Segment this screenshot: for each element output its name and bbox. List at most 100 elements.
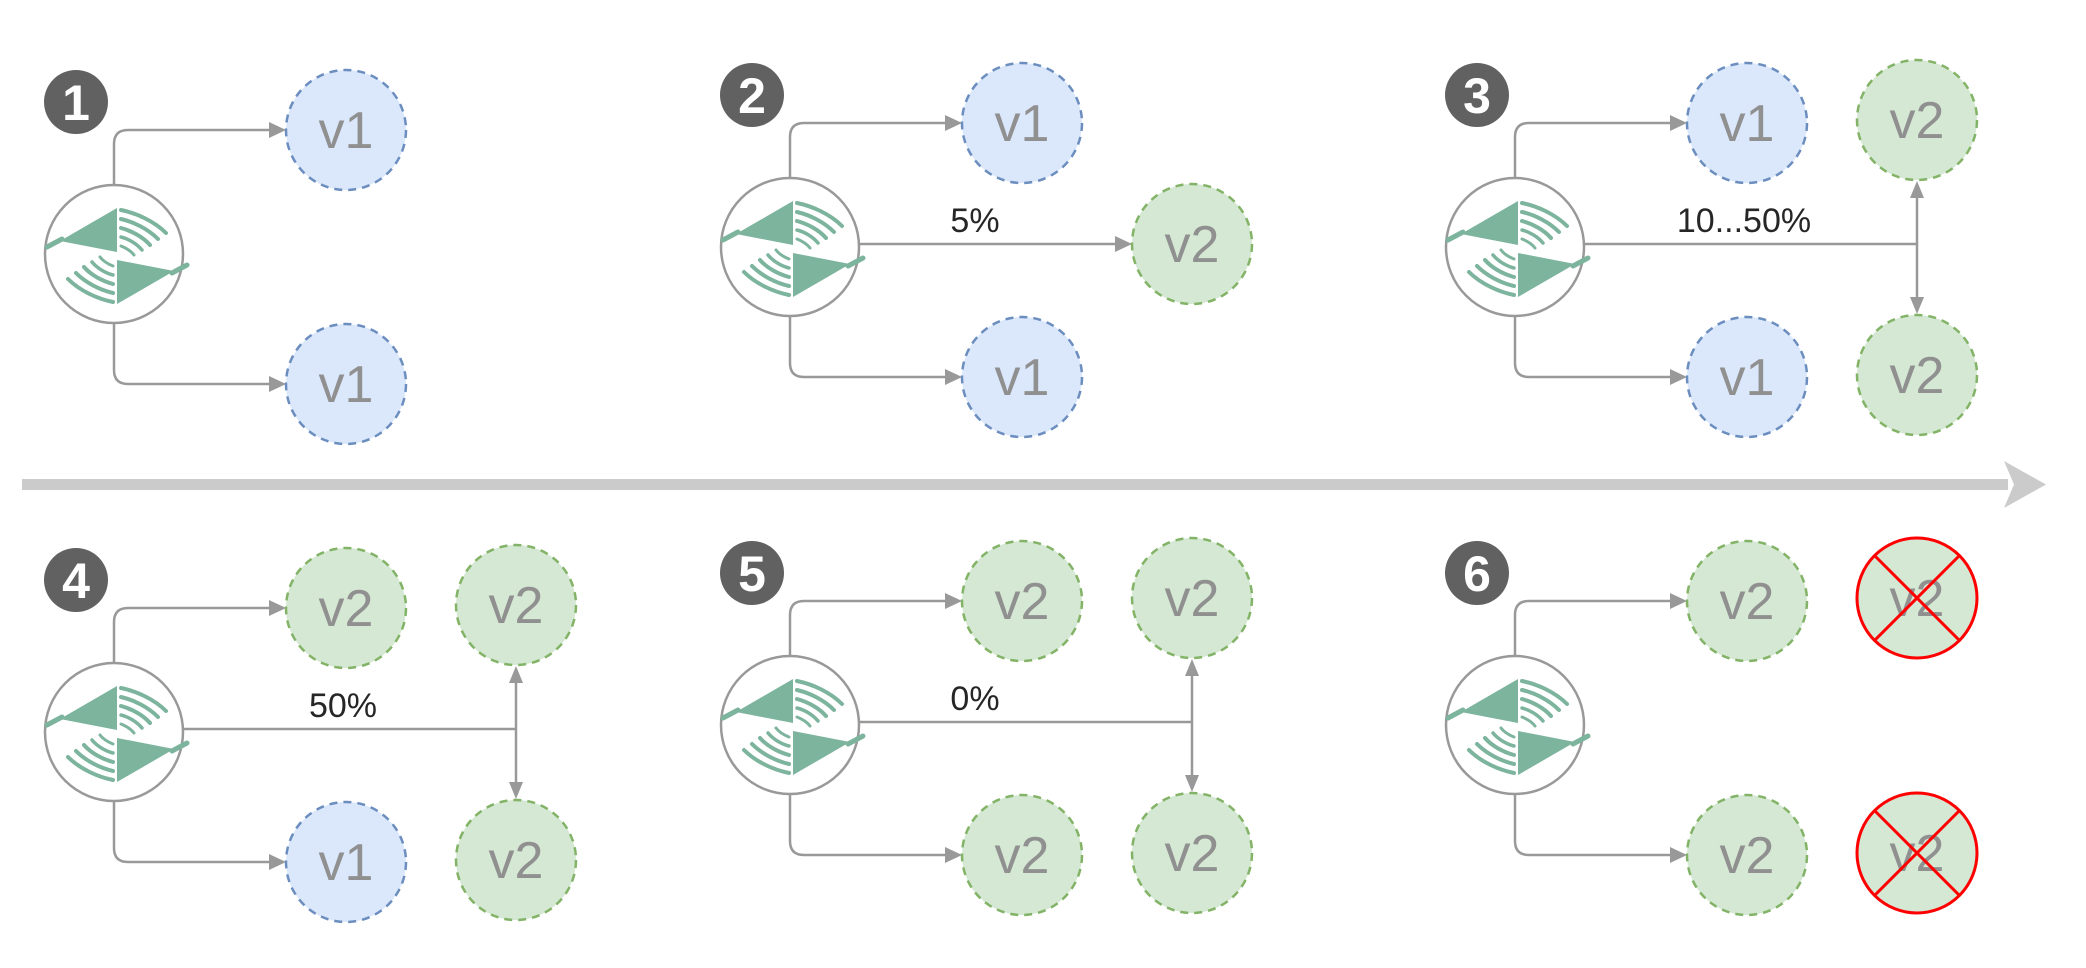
arrowhead-icon [1670, 115, 1687, 131]
pod-v1 [960, 61, 1084, 185]
red-cross-circle-icon [1855, 536, 1979, 660]
pod-label: v1 [995, 95, 1050, 153]
panel-step-2: 2 5% v1 v2 v1 [719, 61, 1254, 439]
pod-v1 [284, 68, 408, 192]
pod-v2 [1130, 791, 1254, 915]
connector-arrow [1513, 121, 1670, 178]
red-cross-circle-icon [1855, 791, 1979, 915]
timeline-arrow-shaft [22, 479, 2008, 490]
arrowhead-icon [269, 854, 286, 870]
pod-label: v2 [1720, 827, 1775, 885]
connector-arrow [1513, 599, 1670, 656]
pod-label: v2 [489, 832, 544, 890]
arrowhead-icon [1115, 236, 1132, 252]
pod-label: v1 [995, 349, 1050, 407]
traffic-percent-label: 0% [950, 680, 999, 718]
connector-arrow [112, 323, 269, 386]
connector-arrow [1513, 316, 1670, 379]
arrowhead-icon [269, 122, 286, 138]
pod-label: v2 [489, 577, 544, 635]
pod-label: v1 [319, 356, 374, 414]
arrowhead-icon [509, 666, 523, 683]
pod-v2 [1685, 539, 1809, 663]
timeline-arrow [22, 461, 2046, 508]
arrowhead-icon [1185, 775, 1199, 792]
pod-label: v2 [1165, 216, 1220, 274]
pod-v2 [1855, 313, 1979, 437]
step-badge [1445, 541, 1509, 605]
pod-label: v2 [1890, 347, 1945, 405]
arrowhead-icon [945, 115, 962, 131]
panel-step-1: 1 v1 v1 [43, 68, 408, 446]
step-number: 2 [738, 68, 766, 124]
arrowhead-icon [1185, 659, 1199, 676]
pod-v1 [960, 315, 1084, 439]
pod-v2 [1130, 536, 1254, 660]
arrowhead-icon [269, 600, 286, 616]
arrowhead-icon [1910, 297, 1924, 314]
pod-label: v2 [995, 827, 1050, 885]
step-badge [1445, 63, 1509, 127]
step-number: 1 [62, 75, 90, 131]
arrowhead-icon [945, 369, 962, 385]
timeline-arrowhead-icon [2004, 461, 2046, 508]
panel-step-6: 6 v2 v2 v2 v2 [1444, 536, 1979, 917]
deleted-pod: v2 [1855, 536, 1979, 660]
red-cross-icon [1872, 808, 1962, 898]
pod-v1 [1685, 315, 1809, 439]
arrowhead-icon [945, 847, 962, 863]
traffic-percent-label: 10...50% [1677, 202, 1811, 240]
pod-v2 [284, 546, 408, 670]
arrowhead-icon [1670, 847, 1687, 863]
traffic-percent-label: 50% [309, 687, 377, 725]
arrowhead-icon [1670, 369, 1687, 385]
panel-step-5: 5 0% v2 v2 v2 v2 [719, 536, 1254, 917]
pod-label: v2 [1165, 825, 1220, 883]
connector-arrow [788, 599, 945, 656]
connector-arrow [788, 316, 945, 379]
pod-label: v2 [319, 580, 374, 638]
step-number: 4 [62, 553, 90, 609]
arrowhead-icon [1910, 181, 1924, 198]
step-badge [720, 63, 784, 127]
deleted-pod: v2 [1855, 791, 1979, 915]
arrowhead-icon [1670, 593, 1687, 609]
arrowhead-icon [269, 376, 286, 392]
connector-arrow [112, 606, 269, 663]
arrowhead-icon [509, 782, 523, 799]
step-number: 6 [1463, 546, 1491, 602]
red-cross-icon [1872, 553, 1962, 643]
arrowhead-icon [945, 593, 962, 609]
pod-v2 [960, 793, 1084, 917]
pod-label: v2 [995, 573, 1050, 631]
connector-arrow [1513, 794, 1670, 857]
pod-v2 [1130, 182, 1254, 306]
pod-v1 [284, 322, 408, 446]
pod-label: v1 [319, 102, 374, 160]
pod-v2 [454, 798, 578, 922]
pod-v2 [1855, 58, 1979, 182]
pod-label: v2 [1890, 92, 1945, 150]
pod-v2 [960, 539, 1084, 663]
connector-arrow [788, 794, 945, 857]
step-badge [720, 541, 784, 605]
step-badge [44, 548, 108, 612]
pod-label: v1 [1720, 349, 1775, 407]
panel-step-4: 4 50% v2 v2 v1 v2 [43, 543, 578, 924]
pod-label: v1 [1720, 95, 1775, 153]
pod-v1 [1685, 61, 1809, 185]
connector-arrow [112, 128, 269, 185]
pod-label: v2 [1720, 573, 1775, 631]
pod-label: v1 [319, 834, 374, 892]
step-number: 5 [738, 546, 766, 602]
step-badge [44, 70, 108, 134]
traffic-percent-label: 5% [950, 202, 999, 240]
step-number: 3 [1463, 68, 1491, 124]
connector-arrow [788, 121, 945, 178]
connector-arrow [112, 801, 269, 864]
panel-step-3: 3 10...50% v1 v2 v1 v2 [1444, 58, 1979, 439]
pod-v1 [284, 800, 408, 924]
pod-v2 [1685, 793, 1809, 917]
